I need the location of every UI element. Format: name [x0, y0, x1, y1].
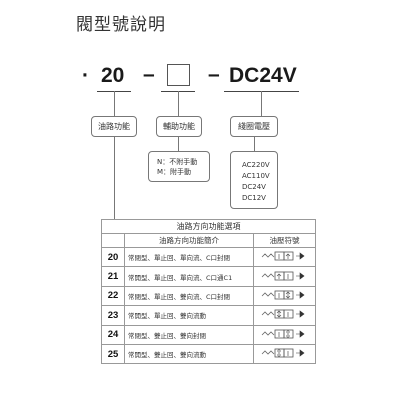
label-coil: 綫圈電壓 [230, 116, 278, 137]
oil-path-function-table: 油路方向功能選項 油路方向功能簡介 油壓符號 20 常閉型、單止回、單向流、C口… [101, 219, 316, 365]
hydraulic-symbol-icon [253, 324, 316, 345]
table-title: 油路方向功能選項 [101, 219, 316, 234]
page-title: 閥型號說明 [76, 15, 166, 35]
table-row: 21 常開型、單止回、單向流、C口通C1 [101, 266, 316, 287]
voltage-option-dc24v: DC24V [242, 183, 266, 191]
hydraulic-symbol-icon [253, 285, 316, 307]
connector-oil-path [114, 91, 115, 116]
code-dash-1: – [143, 63, 155, 86]
code-voltage: DC24V [229, 64, 297, 87]
label-oil-path: 油路功能 [91, 116, 137, 137]
row-number: 24 [101, 324, 125, 345]
aux-options-box: N：不附手動 M：附手動 [148, 151, 210, 182]
row-number: 23 [101, 305, 125, 326]
table-row: 24 常閉型、雙止回、雙向封閉 [101, 324, 316, 345]
table-header-symbol: 油壓符號 [253, 233, 316, 248]
hydraulic-symbol-icon [253, 266, 316, 287]
aux-option-m: M：附手動 [157, 168, 192, 176]
code-dash-2: – [208, 63, 220, 86]
voltage-options-box: AC220V AC110V DC24V DC12V [230, 151, 278, 209]
table-row: 23 常開型、單止回、雙向流動 [101, 305, 316, 326]
table-row: 20 常閉型、單止回、單向流、C口封閉 [101, 246, 316, 268]
table-row: 25 常開型、雙止回、雙向流動 [101, 343, 316, 365]
voltage-option-dc12v: DC12V [242, 194, 266, 202]
table-row: 22 常閉型、單止回、雙向流、C口封閉 [101, 285, 316, 307]
label-aux: 輔助功能 [156, 116, 202, 137]
row-description: 常開型、單止回、單向流、C口通C1 [124, 266, 254, 287]
code-leading-dot: · [82, 64, 89, 87]
row-number: 21 [101, 266, 125, 287]
connector-aux-options [178, 137, 179, 151]
table-header-blank [101, 233, 125, 248]
connector-coil [261, 91, 262, 116]
connector-aux [178, 91, 179, 116]
hydraulic-symbol-icon [253, 246, 316, 268]
row-number: 22 [101, 285, 125, 307]
aux-code-placeholder-box [167, 64, 190, 86]
hydraulic-symbol-icon [253, 343, 316, 365]
hydraulic-symbol-icon [253, 305, 316, 326]
voltage-option-ac220v: AC220V [242, 161, 270, 169]
row-number: 20 [101, 246, 125, 268]
connector-coil-options [254, 137, 255, 151]
table-header-desc: 油路方向功能簡介 [124, 233, 254, 248]
code-series: 20 [101, 64, 125, 87]
aux-option-n: N：不附手動 [157, 158, 198, 166]
row-description: 常閉型、單止回、雙向流、C口封閉 [124, 285, 254, 307]
row-description: 常閉型、單止回、單向流、C口封閉 [124, 246, 254, 268]
row-number: 25 [101, 343, 125, 365]
connector-oil-to-table [114, 137, 115, 219]
voltage-option-ac110v: AC110V [242, 172, 270, 180]
row-description: 常閉型、雙止回、雙向封閉 [124, 324, 254, 345]
row-description: 常開型、雙止回、雙向流動 [124, 343, 254, 365]
row-description: 常開型、單止回、雙向流動 [124, 305, 254, 326]
